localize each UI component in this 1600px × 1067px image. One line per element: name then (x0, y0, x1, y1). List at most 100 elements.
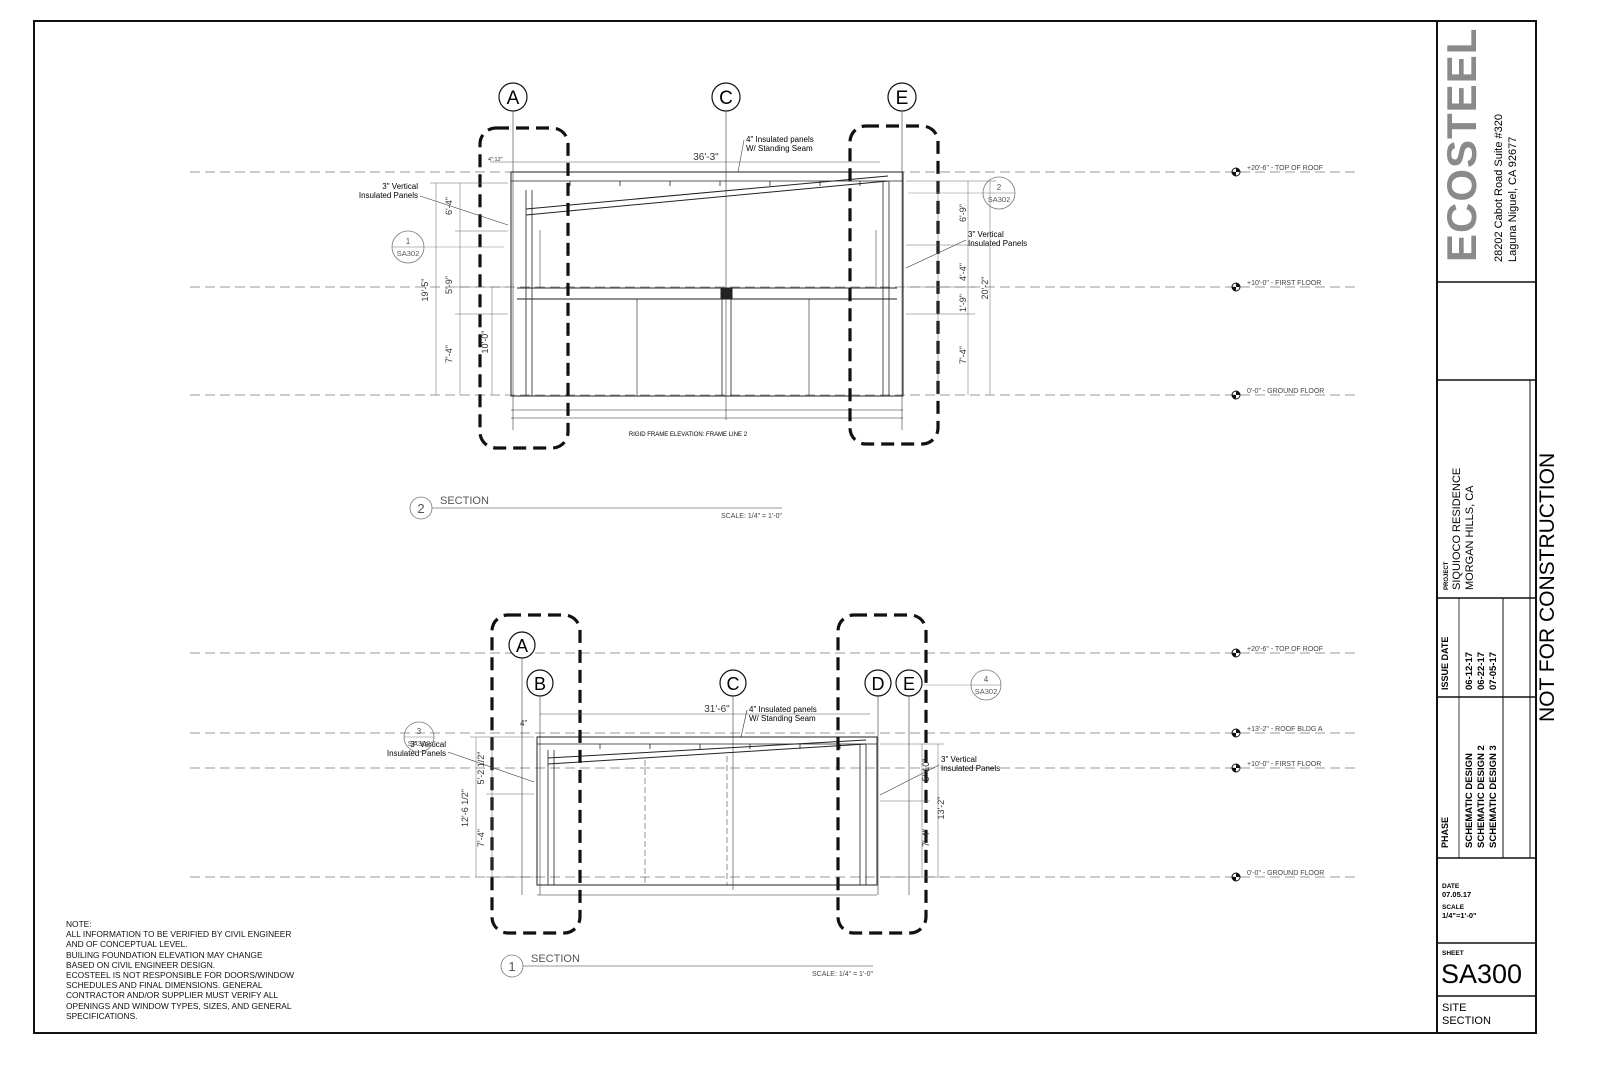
svg-text:C: C (727, 674, 740, 694)
issue-date-header: ISSUE DATE (1440, 637, 1450, 690)
note-line: BUILING FOUNDATION ELEVATION MAY CHANGE (66, 949, 263, 960)
dim-10-0: 10'-0" (480, 331, 490, 354)
sheet-number: SA300 (1441, 959, 1522, 989)
section-1-drawing: +20'-6" - TOP OF ROOF +13'-2" - ROOF BLD… (190, 613, 1355, 978)
highlight-box-left-2 (490, 613, 582, 935)
level-marker-top-roof-2: +20'-6" - TOP OF ROOF (1231, 646, 1323, 658)
note-line: ALL INFORMATION TO BE VERIFIED BY CIVIL … (66, 929, 292, 940)
right-dimension-strings-2 (880, 743, 944, 878)
dim-12-6-half: 12'-6 1/2" (460, 789, 470, 827)
detail-ref-4-sa302: 4 SA302 (922, 669, 1002, 701)
svg-text:SECTION: SECTION (531, 953, 580, 965)
sheet-label: SHEET (1442, 950, 1464, 957)
detail-ref-2-sa302: 2 SA302 (908, 176, 1016, 210)
svg-text:2: 2 (417, 501, 424, 516)
sheet-border (33, 20, 1537, 1034)
svg-text:4: 4 (984, 675, 989, 684)
general-notes: NOTE: ALL INFORMATION TO BE VERIFIED BY … (66, 919, 366, 1021)
svg-text:SECTION: SECTION (440, 495, 489, 507)
phase-3: SCHEMATIC DESIGN 3 (1488, 745, 1499, 848)
left-wall-panel-note: 3" Vertical Insulated Panels (359, 182, 509, 226)
grid-bubble-a-2: A (508, 631, 536, 895)
highlight-box-right-2 (836, 613, 928, 935)
level-marker-ground-floor: 0'-0" - GROUND FLOOR (1231, 388, 1324, 400)
roof-panel-note-2: 4" Insulated panels W/ Standing Seam (740, 705, 817, 738)
svg-text:W/ Standing Seam: W/ Standing Seam (749, 714, 816, 723)
not-for-construction-watermark: NOT FOR CONSTRUCTION (1536, 453, 1559, 722)
roof-panel-note: 4" Insulated panels W/ Standing Seam (737, 135, 814, 173)
svg-text:1: 1 (406, 237, 411, 246)
detail-ref-1-sa302: 1 SA302 (391, 230, 504, 264)
phase-1: SCHEMATIC DESIGN (1464, 753, 1475, 848)
level-marker-top-roof: +20'-6" - TOP OF ROOF (1231, 165, 1323, 177)
dim-4-4: 4'-4" (958, 263, 968, 281)
section-1-title: 1 SECTION SCALE: 1/4" = 1'-0" (500, 953, 874, 978)
svg-text:0'-0" - GROUND FLOOR: 0'-0" - GROUND FLOOR (1247, 388, 1324, 395)
dim-7-4-right-2: 7'-4" (921, 829, 931, 847)
company-address-line1: 28202 Cabot Road Suite #320 (1493, 114, 1505, 262)
svg-text:0'-0" - GROUND FLOOR: 0'-0" - GROUND FLOOR (1247, 870, 1324, 877)
svg-text:D: D (872, 674, 885, 694)
svg-text:2: 2 (997, 183, 1002, 192)
level-marker-first-floor: +10'-0" - FIRST FLOOR (1231, 280, 1321, 292)
svg-text:W/ Standing Seam: W/ Standing Seam (746, 144, 813, 153)
svg-text:SCALE: 1/4" = 1'-0": SCALE: 1/4" = 1'-0" (721, 513, 782, 520)
note-line: ECOSTEEL IS NOT RESPONSIBLE FOR DOORS/WI… (66, 970, 295, 981)
svg-text:3" Vertical: 3" Vertical (410, 740, 446, 749)
dim-6-4: 6'-4" (444, 197, 454, 215)
svg-text:B: B (534, 674, 546, 694)
dim-19-5: 19'-5" (420, 279, 430, 302)
svg-text:+20'-6" - TOP OF ROOF: +20'-6" - TOP OF ROOF (1247, 646, 1323, 653)
dim-20-2: 20'-2" (980, 277, 990, 300)
grid-bubble-a: A (498, 82, 528, 430)
dim-5-10: 5'-10" (921, 759, 931, 782)
grid-bubble-e: E (887, 82, 917, 430)
sheet-title-line2: SECTION (1442, 1015, 1491, 1027)
left-dimension-strings (430, 182, 508, 395)
phase-2: SCHEMATIC DESIGN 2 (1476, 745, 1487, 848)
dim-7-4-right: 7'-4" (958, 346, 968, 364)
svg-text:+13'-2" - ROOF BLDG A: +13'-2" - ROOF BLDG A (1247, 726, 1323, 733)
section-2-title: 2 SECTION SCALE: 1/4" = 1'-0" (409, 495, 783, 520)
scale-value: 1/4"=1'-0" (1442, 911, 1477, 920)
issue-date-1: 06-12-17 (1464, 652, 1475, 690)
dim-1-9: 1'-9" (958, 294, 968, 312)
highlight-box-left (478, 126, 570, 450)
ecosteel-logo: ECOSTEEL (1438, 28, 1485, 262)
svg-text:3" Vertical: 3" Vertical (968, 230, 1004, 239)
rigid-frame (510, 171, 904, 419)
scale-label: SCALE (1442, 904, 1465, 911)
grid-bubble-e-2: E (895, 669, 923, 895)
svg-text:3" Vertical: 3" Vertical (382, 182, 418, 191)
svg-text:4" Insulated panels: 4" Insulated panels (749, 705, 817, 714)
svg-text:+20'-6" - TOP OF ROOF: +20'-6" - TOP OF ROOF (1247, 165, 1323, 172)
right-dimension-strings (906, 180, 996, 395)
svg-text:Insulated Panels: Insulated Panels (968, 239, 1027, 248)
note-line: NOTE: (66, 919, 92, 929)
svg-text:SA302: SA302 (975, 687, 998, 696)
dim-13-2: 13'-2" (936, 797, 946, 820)
note-line: BASED ON CIVIL ENGINEER DESIGN. (66, 959, 216, 970)
note-line: SPECIFICATIONS. (66, 1010, 138, 1021)
svg-text:C: C (719, 88, 733, 109)
date-value: 07.05.17 (1442, 890, 1471, 899)
left-wall-panel-note-2: 3" Vertical Insulated Panels (387, 740, 535, 783)
level-marker-first-floor-2: +10'-0" - FIRST FLOOR (1231, 761, 1321, 773)
dim-5-2-half: 5'-2 1/2" (476, 752, 486, 785)
svg-text:SA302: SA302 (408, 739, 431, 748)
overall-dimension: 36'-3" (693, 152, 719, 163)
svg-text:SCALE: 1/4" = 1'-0": SCALE: 1/4" = 1'-0" (812, 971, 873, 978)
company-address-line2: Laguna Niguel, CA 92677 (1507, 137, 1519, 262)
level-marker-roof-bldg-a: +13'-2" - ROOF BLDG A (1231, 726, 1323, 738)
project-location: MORGAN HILLS, CA (1464, 485, 1476, 590)
right-wall-panel-note-2: 3" Vertical Insulated Panels (879, 755, 1000, 796)
svg-text:ECOSTEEL: ECOSTEEL (1438, 28, 1485, 262)
level-marker-ground-floor-2: 0'-0" - GROUND FLOOR (1231, 870, 1324, 882)
grid-bubble-c: C (711, 82, 741, 420)
svg-text:Insulated Panels: Insulated Panels (359, 191, 418, 200)
svg-text:Insulated Panels: Insulated Panels (941, 764, 1000, 773)
svg-text:3" Vertical: 3" Vertical (941, 755, 977, 764)
project-name: SIQUIOCO RESIDENCE (1451, 468, 1463, 590)
grid-bubble-c-2: C (719, 669, 747, 890)
